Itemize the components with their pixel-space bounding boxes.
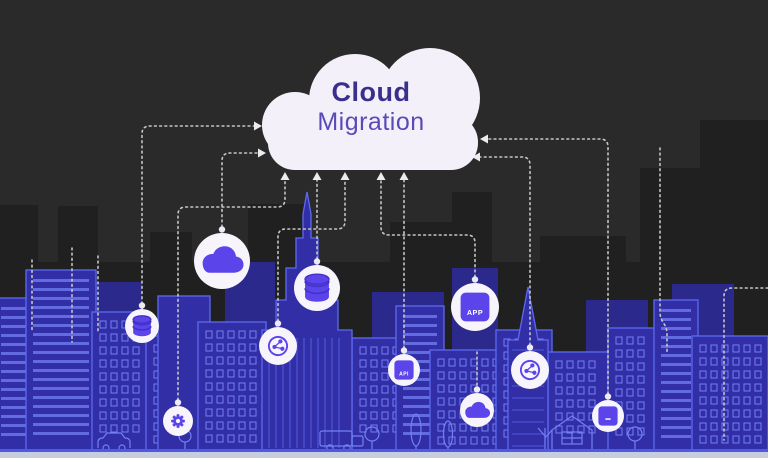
dashed-connector [141, 125, 256, 310]
arrowhead-icon [472, 152, 480, 162]
share-network-icon [519, 359, 541, 381]
tile-label: API [399, 371, 409, 377]
dashed-connector [177, 178, 286, 401]
cloud-subtitle: Migration [317, 108, 424, 136]
city-skyline [0, 191, 768, 453]
cloud-shape [262, 48, 480, 170]
bauble-gear [163, 399, 193, 436]
share-network-icon [267, 335, 289, 357]
app-window-icon [598, 406, 618, 426]
gear-icon [171, 414, 185, 428]
dashed-connector [478, 156, 531, 346]
bauble-database-small [125, 302, 159, 343]
icon-baubles: API APP [125, 226, 624, 436]
bauble-app-tile: APP [451, 276, 499, 331]
tile-label: APP [467, 308, 483, 317]
arrowhead-icon [480, 134, 488, 144]
arrowhead-icon [258, 148, 266, 158]
cloud-icon [465, 401, 491, 418]
database-icon [132, 315, 152, 337]
arrowhead-icon [340, 172, 350, 180]
bauble-share-right [511, 344, 549, 389]
bauble-database-large [294, 258, 340, 311]
dashed-connector [486, 138, 609, 395]
arrowhead-icon [280, 172, 290, 180]
dashed-connector [659, 147, 668, 353]
dashed-connectors [31, 121, 768, 441]
arrowhead-icon [312, 172, 322, 180]
dashed-connector [380, 178, 476, 278]
bauble-cloud-small [460, 386, 494, 427]
arrowhead-icon [376, 172, 386, 180]
bauble-api-tile: API [388, 347, 420, 386]
dashed-connector [277, 178, 346, 322]
cloud-title: Cloud [332, 77, 411, 107]
bauble-share-left [259, 320, 297, 365]
app-tile-icon: APP [460, 292, 490, 322]
ground-line [0, 449, 768, 452]
cloud-icon [202, 246, 244, 273]
bauble-window-tile [592, 393, 624, 432]
database-icon [304, 273, 330, 302]
bauble-cloud-large [194, 226, 250, 289]
dashed-connector [221, 152, 260, 228]
ground-strip [0, 452, 768, 458]
app-tile-icon: API [394, 360, 414, 380]
arrowhead-icon [254, 121, 262, 131]
arrowhead-icon [399, 172, 409, 180]
dashed-connector [723, 287, 768, 441]
